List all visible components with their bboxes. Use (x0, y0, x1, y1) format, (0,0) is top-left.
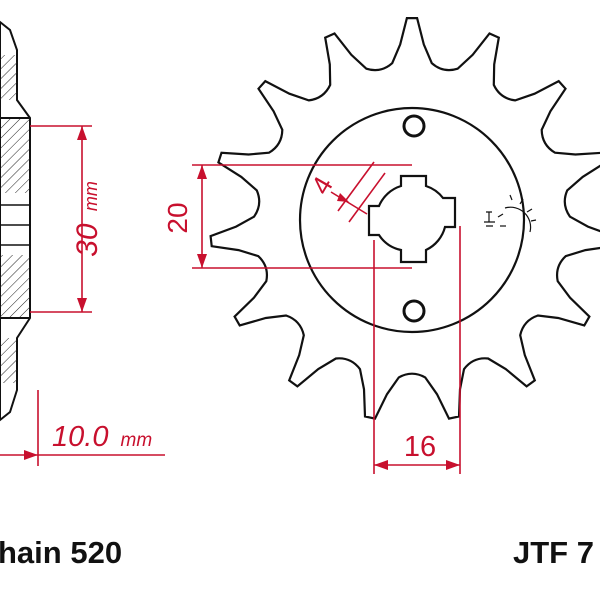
sprocket-front-view (209, 17, 600, 420)
hatch-band-upper (0, 118, 30, 193)
spline-ext-2 (348, 172, 386, 223)
hatch-band-top (0, 55, 17, 100)
mounting-hole-top (402, 114, 426, 138)
mounting-hole-bottom (402, 299, 426, 323)
width-dimension (0, 390, 165, 466)
part-number-caption: JTF 7 (513, 535, 594, 570)
hub-circle (298, 106, 526, 334)
spline-ext-1 (337, 161, 375, 212)
spline-width-dimension (330, 161, 386, 223)
width-label: 10.0 mm (52, 421, 152, 453)
bore-width-label: 16 (404, 431, 436, 463)
spline-arrow (337, 193, 349, 202)
bore-height-dimension (192, 164, 412, 269)
pitch-diameter-label: 30 mm (71, 181, 104, 257)
hatch-band-lower (0, 255, 30, 318)
bore-width-dimension (373, 226, 461, 474)
hatch-band-bottom (0, 338, 17, 383)
bore-width-arrow-right (446, 460, 460, 470)
width-arrow (24, 450, 38, 460)
splined-bore (367, 174, 457, 264)
spline-dim-line (330, 191, 368, 215)
sprocket-tooth-outline (209, 17, 600, 420)
arrow-down (77, 298, 87, 312)
bore-width-arrow-left (374, 460, 388, 470)
pitch-diameter-dimension (30, 125, 92, 313)
bore-height-arrow-top (197, 165, 207, 179)
chain-size-caption: hain 520 (0, 535, 123, 570)
side-section-view (0, 20, 31, 422)
bore-height-label: 20 (162, 202, 193, 233)
bore-height-arrow-bottom (197, 254, 207, 268)
spline-width-label: 4 (305, 171, 338, 199)
arrow-up (77, 126, 87, 140)
engraved-mark-icon (484, 194, 537, 233)
